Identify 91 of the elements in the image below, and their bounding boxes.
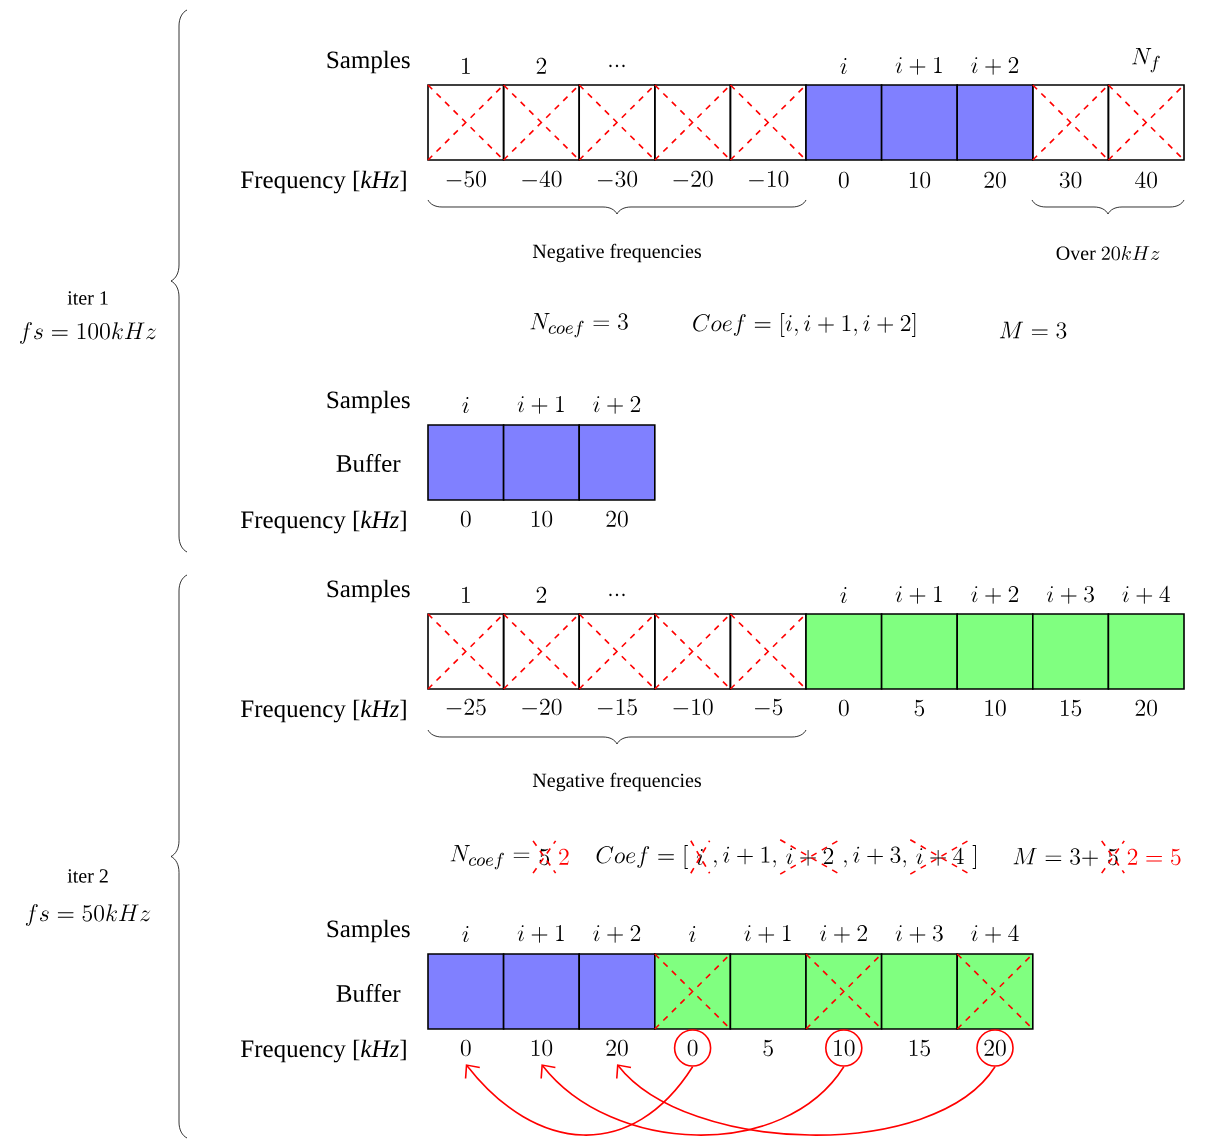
math-label: $i+2$	[593, 396, 641, 414]
label-text: iter 1	[67, 291, 108, 305]
math-label: $i$	[462, 397, 469, 414]
arrow	[464, 1064, 694, 1136]
math-label: $-20$	[522, 698, 562, 716]
math-label: $M = 3$	[999, 321, 1067, 339]
math-label: $-10$	[749, 170, 789, 188]
arrow	[616, 1064, 996, 1136]
frequency-value: $10$	[531, 1039, 553, 1057]
math-label: $i+1$	[895, 57, 942, 75]
math-label: $i+2$	[971, 586, 1019, 604]
math-label: $N_{coef} =$	[450, 844, 530, 870]
label-text: Negative frequencies	[532, 243, 701, 263]
circled-value: $20$	[976, 1029, 1014, 1067]
math-label: $, i+3,$	[844, 846, 906, 868]
label-text: Samples	[327, 579, 410, 603]
math-label: $N_f$	[1131, 47, 1160, 73]
math-label: $i+1$	[517, 925, 564, 943]
math-label: $Coef = [$	[596, 845, 688, 869]
math-label: $-15$	[597, 698, 637, 716]
math-label: $10$	[985, 699, 1006, 717]
math-label: $i+2$	[593, 925, 641, 943]
math-label: $i+4$	[971, 924, 1019, 943]
math-label: $1$	[462, 586, 470, 603]
math-label: $\mathrm{Over}\ 20kHz$	[1056, 245, 1160, 261]
math-label: $20$	[1135, 699, 1157, 717]
label-text: Samples	[327, 390, 410, 414]
math-label: $-10$	[673, 698, 713, 716]
label-text: Negative frequencies	[532, 772, 701, 792]
math-label: $...$	[609, 64, 625, 68]
math-label: $30$	[1059, 171, 1082, 189]
crossed-value: $i$	[690, 839, 711, 875]
math-label: $2$	[536, 586, 547, 603]
math-label: $-5$	[754, 698, 783, 716]
math-label: $i+3$	[895, 925, 943, 943]
math-label: $40$	[1135, 171, 1157, 189]
math-label: $i+4$	[1122, 585, 1170, 604]
math-label: $-20$	[673, 170, 713, 188]
label-text: Frequency [kHz]	[241, 699, 406, 723]
math-label: $5$	[763, 1039, 773, 1057]
math-label: $10$	[909, 171, 931, 189]
math-label: $-25$	[446, 698, 486, 716]
math-label: $15$	[909, 1039, 930, 1057]
crossed-value: $i+4$	[909, 839, 971, 875]
label-text: Samples	[327, 919, 410, 943]
math-label: $...$	[609, 593, 625, 597]
math-label: $10$	[531, 510, 553, 528]
math-label: $i+1$	[895, 586, 942, 604]
crossed-value: $i+2$	[779, 839, 841, 875]
math-label: $i+3$	[1046, 586, 1094, 604]
math-label: $-50$	[446, 170, 486, 188]
label-text: iter 2	[67, 869, 108, 883]
arrow	[540, 1064, 845, 1136]
math-label: $i+2$	[820, 925, 867, 943]
math-label: $i+1$	[517, 396, 564, 414]
math-label: $0$	[838, 171, 849, 189]
math-label: $, i+1,$	[714, 846, 776, 868]
label-text: Samples	[327, 50, 410, 74]
math-label: $20$	[606, 510, 628, 528]
label-text: Buffer	[336, 454, 401, 472]
frequency-value: $20$	[606, 1039, 628, 1057]
math-label: $20$	[984, 171, 1006, 189]
math-label: $2 = 5$	[1127, 848, 1181, 866]
math-label: $i$	[840, 58, 847, 75]
math-label: $15$	[1061, 699, 1082, 717]
math-label: $2$	[559, 848, 569, 865]
math-label: $5$	[914, 699, 925, 717]
math-label: $0$	[838, 699, 849, 717]
math-label: $i$	[462, 926, 469, 943]
label-text: Buffer	[336, 984, 401, 1002]
math-label: $i+1$	[744, 925, 791, 943]
math-label: $-30$	[597, 170, 638, 188]
math-label: $i$	[689, 926, 696, 943]
math-label: $i+2$	[971, 57, 1019, 75]
math-label: $N_{coef} = 3$	[530, 312, 628, 338]
circled-value: $10$	[825, 1029, 863, 1067]
frequency-value: $0$	[460, 1039, 471, 1057]
math-label: $0$	[460, 510, 471, 528]
math-label: $fs = 50kHz$	[25, 904, 151, 926]
math-label: $Coef = [i, i+1, i+2]$	[693, 313, 916, 337]
math-label: $M = 3 +$	[1013, 847, 1098, 867]
label-text: Frequency [kHz]	[241, 170, 406, 194]
math-label: $]$	[972, 845, 976, 869]
math-label: $1$	[462, 57, 470, 74]
label-text: Frequency [kHz]	[241, 1039, 406, 1063]
math-label: $fs = 100kHz$	[20, 322, 157, 344]
math-label: $i$	[840, 587, 847, 604]
label-text: Frequency [kHz]	[241, 510, 406, 534]
math-label: $2$	[536, 57, 547, 74]
math-label: $-40$	[522, 170, 562, 188]
circled-value: $0$	[673, 1029, 712, 1067]
